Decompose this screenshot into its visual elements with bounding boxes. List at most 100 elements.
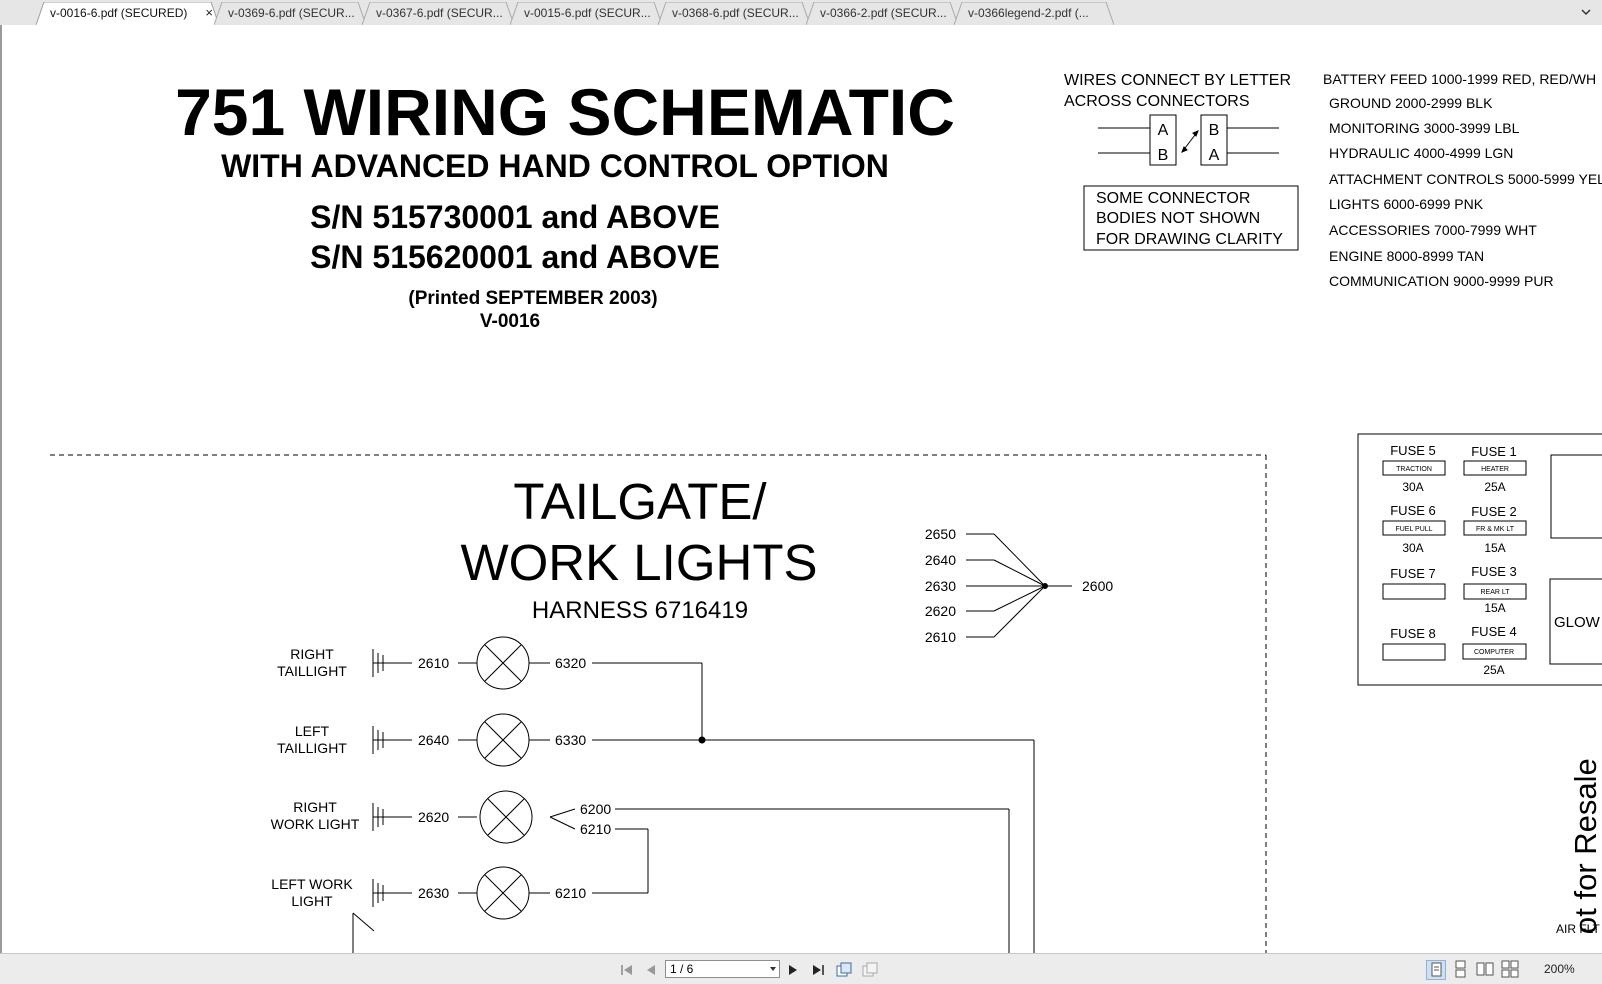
continuous-facing-view-button[interactable] — [1501, 960, 1521, 980]
fuse-panel — [1357, 433, 1602, 686]
tab-v-0366legend[interactable]: v-0366legend-2.pdf (... — [954, 2, 1114, 25]
continuous-facing-icon — [1501, 960, 1519, 978]
last-page-icon[interactable] — [809, 961, 827, 979]
right-work-light-feed-wire-1: 6200 — [580, 801, 611, 817]
doc-sn-2: S/N 515620001 and ABOVE — [310, 239, 720, 275]
first-page-icon[interactable] — [618, 961, 636, 979]
tab-v-0016[interactable]: v-0016-6.pdf (SECURED) × — [36, 2, 219, 25]
tab-v-0367[interactable]: v-0367-6.pdf (SECUR... — [362, 2, 514, 25]
section-border — [50, 454, 1267, 953]
doc-title: 751 WIRING SCHEMATIC — [175, 75, 955, 149]
tab-bar: v-0016-6.pdf (SECURED) × v-0369-6.pdf (S… — [0, 0, 1602, 26]
fuse-6-label: FUEL PULL — [1395, 526, 1432, 533]
wire-color-attachment: ATTACHMENT CONTROLS 5000-5999 YEL — [1329, 171, 1602, 187]
chevron-down-icon — [770, 967, 776, 971]
previous-page-icon[interactable] — [642, 961, 660, 979]
left-taillight-circuit — [372, 713, 1035, 953]
right-taillight-feed-wire: 6320 — [555, 655, 586, 671]
tab-v-0366[interactable]: v-0366-2.pdf (SECUR... — [806, 2, 958, 25]
previous-view-icon[interactable] — [835, 961, 853, 979]
fuse-4-label: COMPUTER — [1474, 649, 1514, 656]
tab-v-0369[interactable]: v-0369-6.pdf (SECUR... — [214, 2, 366, 25]
connector-letter-left-bottom: B — [1158, 147, 1169, 164]
legend-title-line-2: ACROSS CONNECTORS — [1064, 93, 1250, 110]
left-work-light-ground-wire: 2630 — [418, 885, 449, 901]
right-taillight-label-2: TAILLIGHT — [277, 663, 347, 679]
wire-color-hydraulic: HYDRAULIC 4000-4999 LGN — [1329, 145, 1513, 161]
connector-letter-left-top: A — [1158, 122, 1169, 139]
fuse-4-rating: 25A — [1483, 663, 1504, 677]
tab-label: v-0366-2.pdf (SECUR... — [820, 6, 947, 20]
page-indicator: 1 / 6 — [670, 962, 694, 976]
doc-printed-date: (Printed SEPTEMBER 2003) — [408, 288, 657, 309]
continuous-view-button[interactable] — [1451, 960, 1471, 980]
tab-label: v-0369-6.pdf (SECUR... — [228, 6, 355, 20]
tab-shape — [36, 2, 219, 25]
connector-note-line-3: FOR DRAWING CLARITY — [1096, 231, 1283, 248]
ground-splice — [966, 533, 1072, 638]
wire-color-monitoring: MONITORING 3000-3999 LBL — [1329, 120, 1520, 136]
right-taillight-circuit — [372, 636, 703, 740]
tab-shape — [954, 2, 1114, 25]
close-icon[interactable]: × — [205, 5, 213, 20]
single-page-icon — [1431, 962, 1442, 977]
air-filter-label: AIR FLT — [1556, 922, 1600, 936]
right-work-light-label-1: RIGHT — [293, 799, 337, 815]
fuse-5-label: TRACTION — [1396, 466, 1432, 473]
left-work-light-label-2: LIGHT — [291, 893, 333, 909]
section-title-line-2: WORK LIGHTS — [460, 534, 817, 591]
fuse-7-name: FUSE 7 — [1390, 566, 1436, 581]
continuous-page-icon — [1455, 960, 1466, 978]
fuse-6-name: FUSE 6 — [1390, 503, 1436, 518]
connector-note-line-2: BODIES NOT SHOWN — [1096, 210, 1260, 227]
splice-wire-2620: 2620 — [925, 603, 956, 619]
facing-pages-icon — [1476, 962, 1494, 976]
next-view-icon[interactable] — [861, 961, 879, 979]
tabs-overflow-chevron-icon[interactable] — [1580, 6, 1592, 18]
wire-color-engine: ENGINE 8000-8999 TAN — [1329, 248, 1484, 264]
section-title-line-1: TAILGATE/ — [513, 473, 767, 530]
wire-color-communication: COMMUNICATION 9000-9999 PUR — [1329, 273, 1554, 289]
glow-relay-label: GLOW — [1554, 614, 1601, 631]
facing-view-button[interactable] — [1476, 960, 1496, 980]
wire-color-accessories: ACCESSORIES 7000-7999 WHT — [1329, 222, 1537, 238]
fuse-1-name: FUSE 1 — [1471, 444, 1517, 459]
wire-color-ground: GROUND 2000-2999 BLK — [1329, 95, 1493, 111]
tab-v-0015[interactable]: v-0015-6.pdf (SECUR... — [510, 2, 662, 25]
connector-letter-right-bottom: A — [1209, 147, 1220, 164]
fuse-1-rating: 25A — [1484, 480, 1505, 494]
wire-color-lights: LIGHTS 6000-6999 PNK — [1329, 196, 1484, 212]
tab-label: v-0016-6.pdf (SECURED) — [50, 6, 188, 20]
fuse-4-name: FUSE 4 — [1471, 624, 1517, 639]
page-number-select[interactable]: 1 / 6 — [665, 960, 780, 978]
single-page-view-button[interactable] — [1426, 960, 1446, 980]
doc-sn-1: S/N 515730001 and ABOVE — [310, 199, 720, 235]
tab-label: v-0015-6.pdf (SECUR... — [524, 6, 651, 20]
left-taillight-ground-wire: 2640 — [418, 732, 449, 748]
splice-wire-2640: 2640 — [925, 552, 956, 568]
watermark: ot for Resale — [1568, 758, 1602, 934]
right-work-light-feed-wire-2: 6210 — [580, 821, 611, 837]
fuse-6-rating: 30A — [1402, 541, 1423, 555]
splice-wire-2630: 2630 — [925, 578, 956, 594]
pdf-page: 751 WIRING SCHEMATIC WITH ADVANCED HAND … — [0, 25, 1602, 953]
tab-shape — [806, 2, 958, 25]
tab-v-0368[interactable]: v-0368-6.pdf (SECUR... — [658, 2, 810, 25]
fuse-3-label: REAR LT — [1480, 589, 1510, 596]
splice-wire-2650: 2650 — [925, 526, 956, 542]
fuse-3-name: FUSE 3 — [1471, 564, 1517, 579]
status-bar: 1 / 6 200% — [0, 953, 1602, 984]
schematic-drawing: 751 WIRING SCHEMATIC WITH ADVANCED HAND … — [50, 71, 1602, 953]
next-page-icon[interactable] — [784, 961, 802, 979]
left-taillight-label-1: LEFT — [295, 723, 330, 739]
tab-shape — [214, 2, 366, 25]
zoom-level[interactable]: 200% — [1544, 962, 1575, 976]
connector-letter-right-top: B — [1209, 122, 1220, 139]
splice-wire-2600: 2600 — [1082, 578, 1113, 594]
connector-note-box — [1083, 185, 1299, 251]
fuse-5-rating: 30A — [1402, 480, 1423, 494]
connector-diagram — [1098, 114, 1279, 166]
fuse-8-name: FUSE 8 — [1390, 626, 1436, 641]
left-work-light-feed-wire: 6210 — [555, 885, 586, 901]
fuse-5-name: FUSE 5 — [1390, 443, 1436, 458]
